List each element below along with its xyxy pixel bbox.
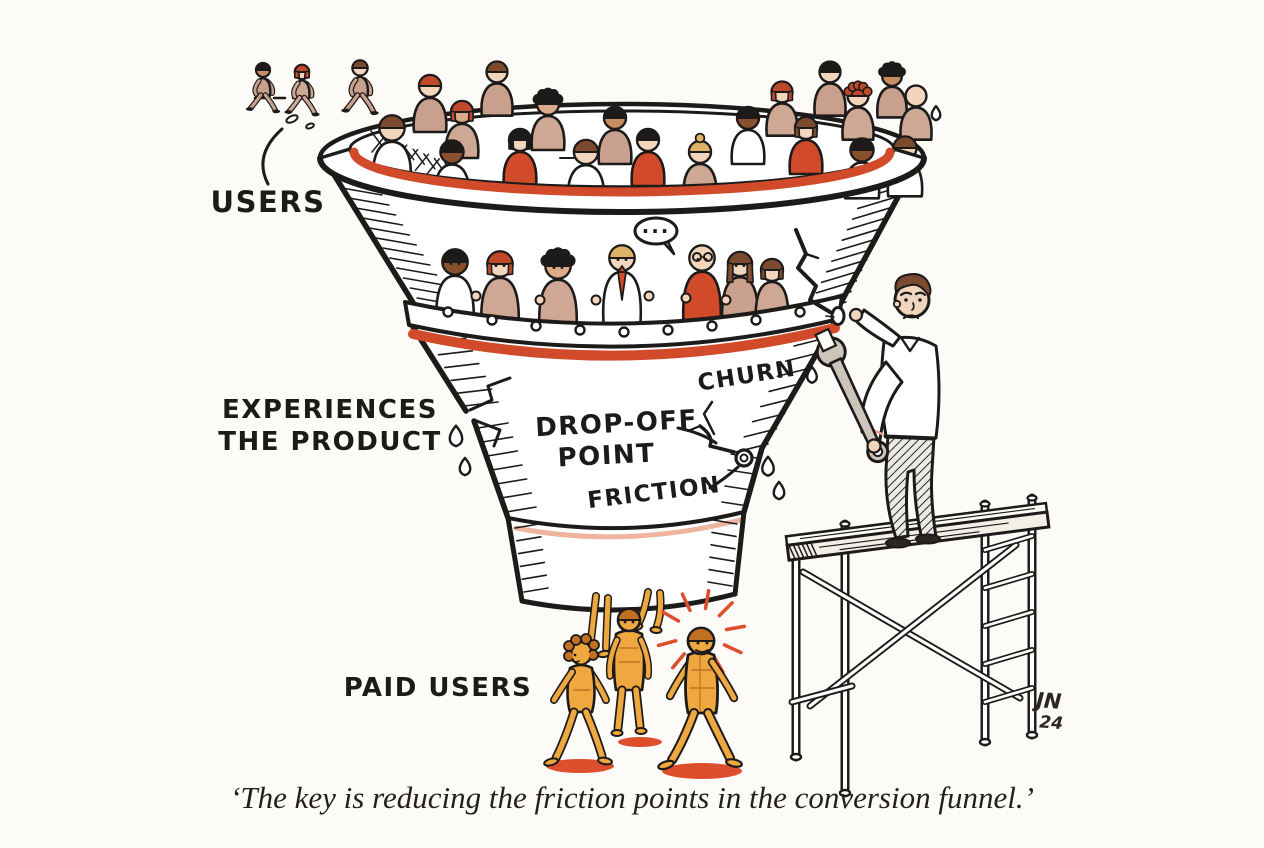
label-experiences-line2: THE PRODUCT bbox=[218, 427, 442, 457]
person bbox=[480, 60, 514, 117]
person bbox=[841, 80, 875, 141]
speech-bubble-shape bbox=[633, 216, 679, 246]
funnel-rivet-band bbox=[403, 294, 844, 361]
speech-bubble-text: ... bbox=[642, 214, 671, 238]
person-walking bbox=[341, 59, 379, 116]
dropoff-leader-line bbox=[676, 426, 718, 445]
person bbox=[765, 80, 799, 137]
person bbox=[875, 61, 909, 119]
speech-bubble: ... bbox=[633, 214, 679, 256]
label-experiences-line1: EXPERIENCES bbox=[222, 395, 438, 425]
speech-bubble-tail bbox=[662, 240, 676, 256]
person bbox=[502, 127, 538, 188]
signature-initials: JN bbox=[1031, 688, 1062, 714]
person bbox=[899, 84, 933, 141]
signature-year: 24 bbox=[1039, 712, 1064, 734]
friction-leader-line bbox=[708, 465, 740, 490]
person bbox=[530, 87, 566, 152]
label-users: USERS bbox=[211, 185, 326, 219]
artist-signature: JN 24 bbox=[1031, 688, 1064, 734]
person bbox=[720, 250, 760, 330]
person bbox=[630, 127, 666, 188]
person-walking bbox=[245, 61, 281, 114]
paid-users-figures bbox=[543, 588, 747, 779]
label-dropoff-line2: POINT bbox=[557, 438, 656, 473]
label-paid-users: PAID USERS bbox=[344, 673, 532, 703]
funnel-rim-front bbox=[317, 147, 927, 215]
person bbox=[730, 105, 766, 166]
users-leader-line bbox=[261, 127, 284, 186]
funnel-lower-cone bbox=[409, 316, 839, 529]
person bbox=[813, 60, 847, 117]
repairman bbox=[814, 273, 941, 549]
labels: USERS EXPERIENCES THE PRODUCT DROP-OFF P… bbox=[211, 127, 798, 703]
gold-person-front bbox=[605, 607, 653, 737]
gold-person-man bbox=[656, 588, 747, 771]
person bbox=[537, 247, 579, 334]
person bbox=[412, 73, 448, 134]
gold-person-woman bbox=[543, 633, 613, 767]
cracks-and-leaks bbox=[285, 104, 942, 501]
caption: ‘The key is reducing the friction points… bbox=[230, 780, 1034, 815]
person bbox=[788, 115, 824, 176]
person bbox=[597, 105, 633, 166]
person-walking bbox=[284, 63, 320, 117]
